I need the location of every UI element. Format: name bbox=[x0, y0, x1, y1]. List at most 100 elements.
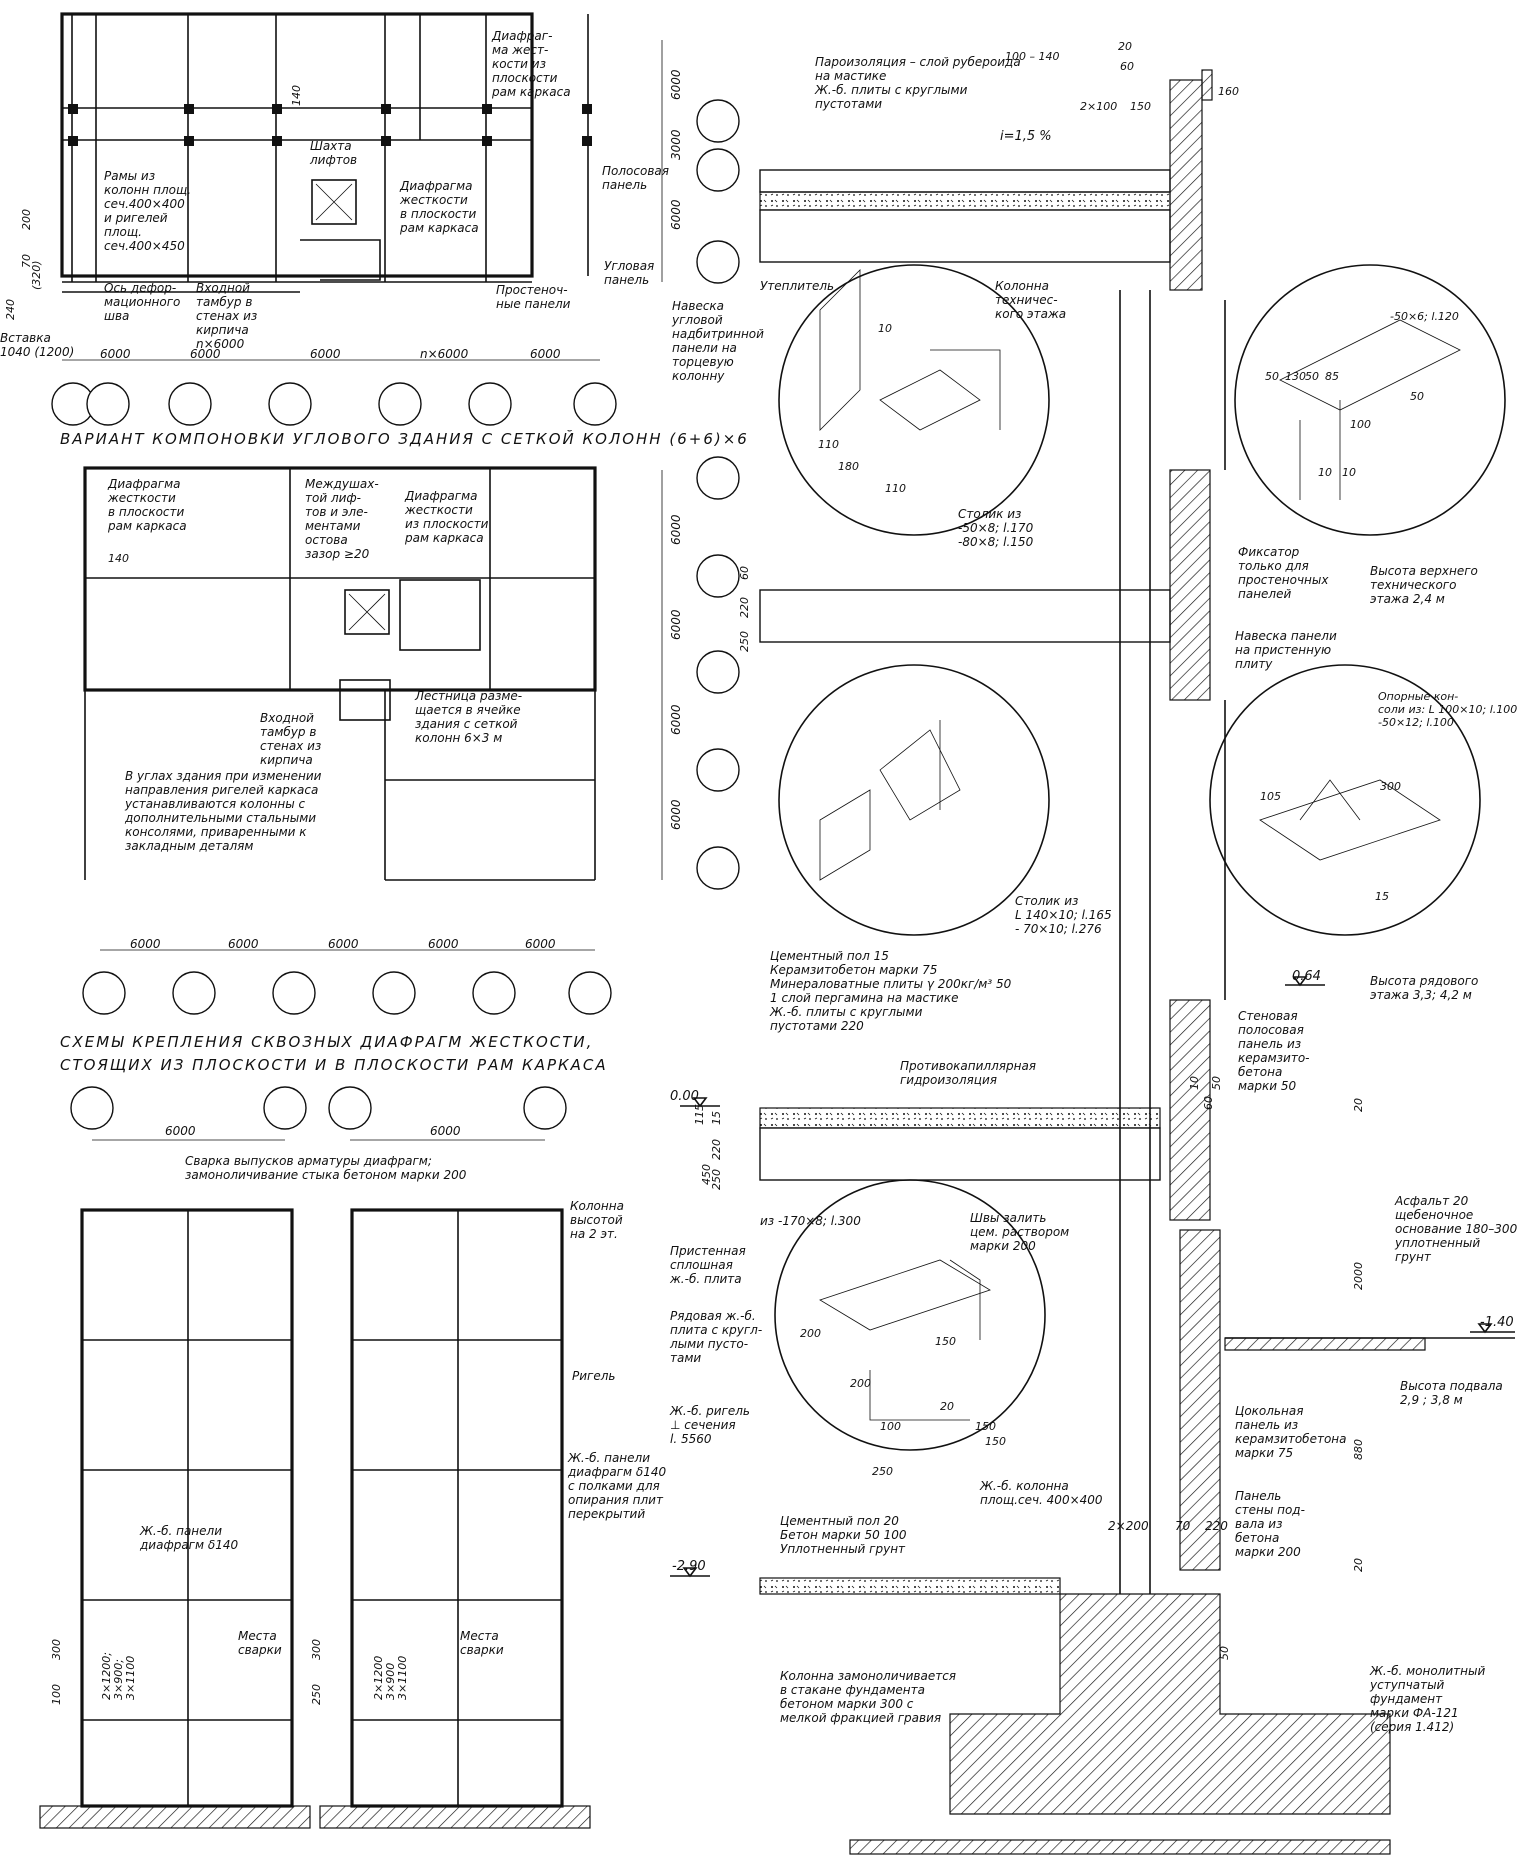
drawing-label: 105 bbox=[1260, 790, 1281, 803]
drawing-label: на 2 эт. bbox=[570, 1227, 618, 1241]
drawing-label: 6000 bbox=[130, 937, 161, 951]
drawing-label: Высота рядового bbox=[1370, 974, 1478, 988]
drawing-label: соли из: L 100×10; l.100 bbox=[1378, 703, 1517, 716]
drawing-label: опирания плит bbox=[568, 1493, 664, 1507]
wall-section bbox=[670, 69, 1515, 1855]
drawing-label: Уплотненный грунт bbox=[780, 1542, 906, 1556]
drawing-label: пустотами 220 bbox=[770, 1019, 864, 1033]
drawing-label: 70 bbox=[20, 254, 33, 268]
drawing-label: керамзито- bbox=[1238, 1051, 1310, 1065]
drawing-label: Ж.-б. ригель bbox=[669, 1404, 750, 1418]
drawing-label: 880 bbox=[1352, 1439, 1365, 1460]
drawing-label: Пристенная bbox=[670, 1244, 746, 1258]
drawing-label: тами bbox=[670, 1351, 701, 1365]
drawing-label: в плоскости bbox=[400, 207, 477, 221]
drawing-label: жесткости bbox=[404, 503, 473, 517]
drawing-label: щебеночное bbox=[1395, 1208, 1473, 1222]
frame-diagrams bbox=[39, 1086, 591, 1829]
drawing-label: колонн 6×3 м bbox=[415, 731, 502, 745]
drawing-label: дополнительными стальными bbox=[124, 811, 316, 825]
drawing-label: ж.-б. плита bbox=[669, 1272, 742, 1286]
drawing-label: 6000 bbox=[669, 514, 683, 545]
drawing-label: 150 bbox=[935, 1335, 956, 1348]
drawing-label: Входной bbox=[196, 281, 250, 295]
drawing-label: 15 bbox=[710, 1111, 723, 1125]
drawing-label: Стеновая bbox=[1238, 1009, 1298, 1023]
drawing-label: 300 bbox=[310, 1639, 323, 1660]
drawing-label: техничес- bbox=[995, 293, 1058, 307]
drawing-label: Вставка bbox=[0, 331, 51, 345]
drawing-label: сплошная bbox=[670, 1258, 733, 1272]
drawing-label: n×6000 bbox=[420, 347, 469, 361]
drawing-label: 110 bbox=[885, 482, 906, 495]
drawing-label: Керамзитобетон марки 75 bbox=[770, 963, 937, 977]
drawing-label: 6000 bbox=[165, 1124, 196, 1138]
drawing-label: Фиксатор bbox=[1238, 545, 1300, 559]
drawing-label: Места bbox=[238, 1629, 277, 1643]
drawing-label: на пристенную bbox=[1235, 643, 1331, 657]
plan-corner-building bbox=[51, 12, 740, 426]
plan-diaphragm-variant bbox=[82, 456, 740, 1015]
drawing-label: 6000 bbox=[669, 69, 683, 100]
drawing-label: ные панели bbox=[496, 297, 571, 311]
drawing-label: 150 bbox=[1130, 100, 1151, 113]
drawing-label: в стакане фундамента bbox=[780, 1683, 925, 1697]
drawing-label: 100 bbox=[880, 1420, 901, 1433]
drawing-label: Междушах- bbox=[305, 477, 379, 491]
drawing-label: Ж.-б. плиты с круглыми bbox=[769, 1005, 923, 1019]
drawing-label: Швы залить bbox=[970, 1211, 1046, 1225]
drawing-label: Цементный пол 15 bbox=[770, 949, 889, 963]
drawing-label: -50×12; l.100 bbox=[1378, 716, 1454, 729]
drawing-label: гидроизоляция bbox=[900, 1073, 997, 1087]
drawing-label: Навеска панели bbox=[1235, 629, 1337, 643]
drawing-label: тамбур в bbox=[260, 725, 316, 739]
drawing-label: технического bbox=[1370, 578, 1456, 592]
drawing-label: 10 bbox=[1342, 466, 1356, 479]
drawing-label: 50 bbox=[1305, 370, 1319, 383]
drawing-label: Бетон марки 50 100 bbox=[780, 1528, 907, 1542]
drawing-label: 250 bbox=[710, 1169, 723, 1190]
drawing-label: Противокапиллярная bbox=[900, 1059, 1036, 1073]
drawing-label: В углах здания при изменении bbox=[125, 769, 322, 783]
drawing-label: 115 bbox=[693, 1104, 706, 1125]
drawing-label: марки 50 bbox=[1238, 1079, 1297, 1093]
drawing-label: рам каркаса bbox=[404, 531, 484, 545]
drawing-label: 3×1100 bbox=[124, 1656, 137, 1700]
drawing-label: Высота подвала bbox=[1400, 1379, 1503, 1393]
drawing-label: 6000 bbox=[328, 937, 359, 951]
drawing-label: Лестница разме- bbox=[414, 689, 522, 703]
drawing-label: с полками для bbox=[568, 1479, 660, 1493]
drawing-label: диафрагм δ140 bbox=[139, 1538, 238, 1552]
drawing-label: 220 bbox=[1205, 1519, 1228, 1533]
drawing-label: этажа 3,3; 4,2 м bbox=[1370, 988, 1472, 1002]
drawing-label: 3×900; bbox=[112, 1659, 125, 1700]
drawing-label: 140 bbox=[108, 552, 129, 565]
drawing-label: Столик из bbox=[1015, 894, 1078, 908]
drawing-label: 220 bbox=[738, 597, 751, 618]
drawing-label: Навеска bbox=[672, 299, 724, 313]
drawing-label: 6000 bbox=[525, 937, 556, 951]
drawing-label: 150 bbox=[985, 1435, 1006, 1448]
drawing-label: Простеноч- bbox=[496, 283, 568, 297]
drawing-label: 100 bbox=[1350, 418, 1371, 431]
drawing-label: -1.40 bbox=[1480, 1315, 1514, 1330]
drawing-label: консолями, приваренными к bbox=[125, 825, 307, 839]
drawing-label: надбитринной bbox=[672, 327, 764, 341]
drawing-label: 200 bbox=[800, 1327, 821, 1340]
label-layer: ВАРИАНТ КОМПОНОВКИ УГЛОВОГО ЗДАНИЯ С СЕТ… bbox=[0, 29, 1518, 1734]
drawing-label: 100 bbox=[50, 1684, 63, 1705]
drawing-label: Ж.-б. монолитный bbox=[1369, 1664, 1485, 1678]
drawing-label: жесткости bbox=[399, 193, 468, 207]
drawing-label: 2,9 ; 3,8 м bbox=[1400, 1393, 1463, 1407]
drawing-label: из -170×8; l.300 bbox=[760, 1214, 861, 1228]
drawing-label: панель bbox=[604, 273, 649, 287]
drawing-label: Ж.-б. панели bbox=[567, 1451, 650, 1465]
drawing-label: 60 bbox=[1202, 1096, 1215, 1110]
drawing-label: Колонна bbox=[570, 1199, 624, 1213]
drawing-label: Ось дефор- bbox=[104, 281, 176, 295]
drawing-label: 140 bbox=[290, 85, 303, 106]
drawing-label: сеч.400×400 bbox=[104, 197, 185, 211]
drawing-label: торцевую bbox=[672, 355, 734, 369]
drawing-label: панель bbox=[602, 178, 647, 192]
